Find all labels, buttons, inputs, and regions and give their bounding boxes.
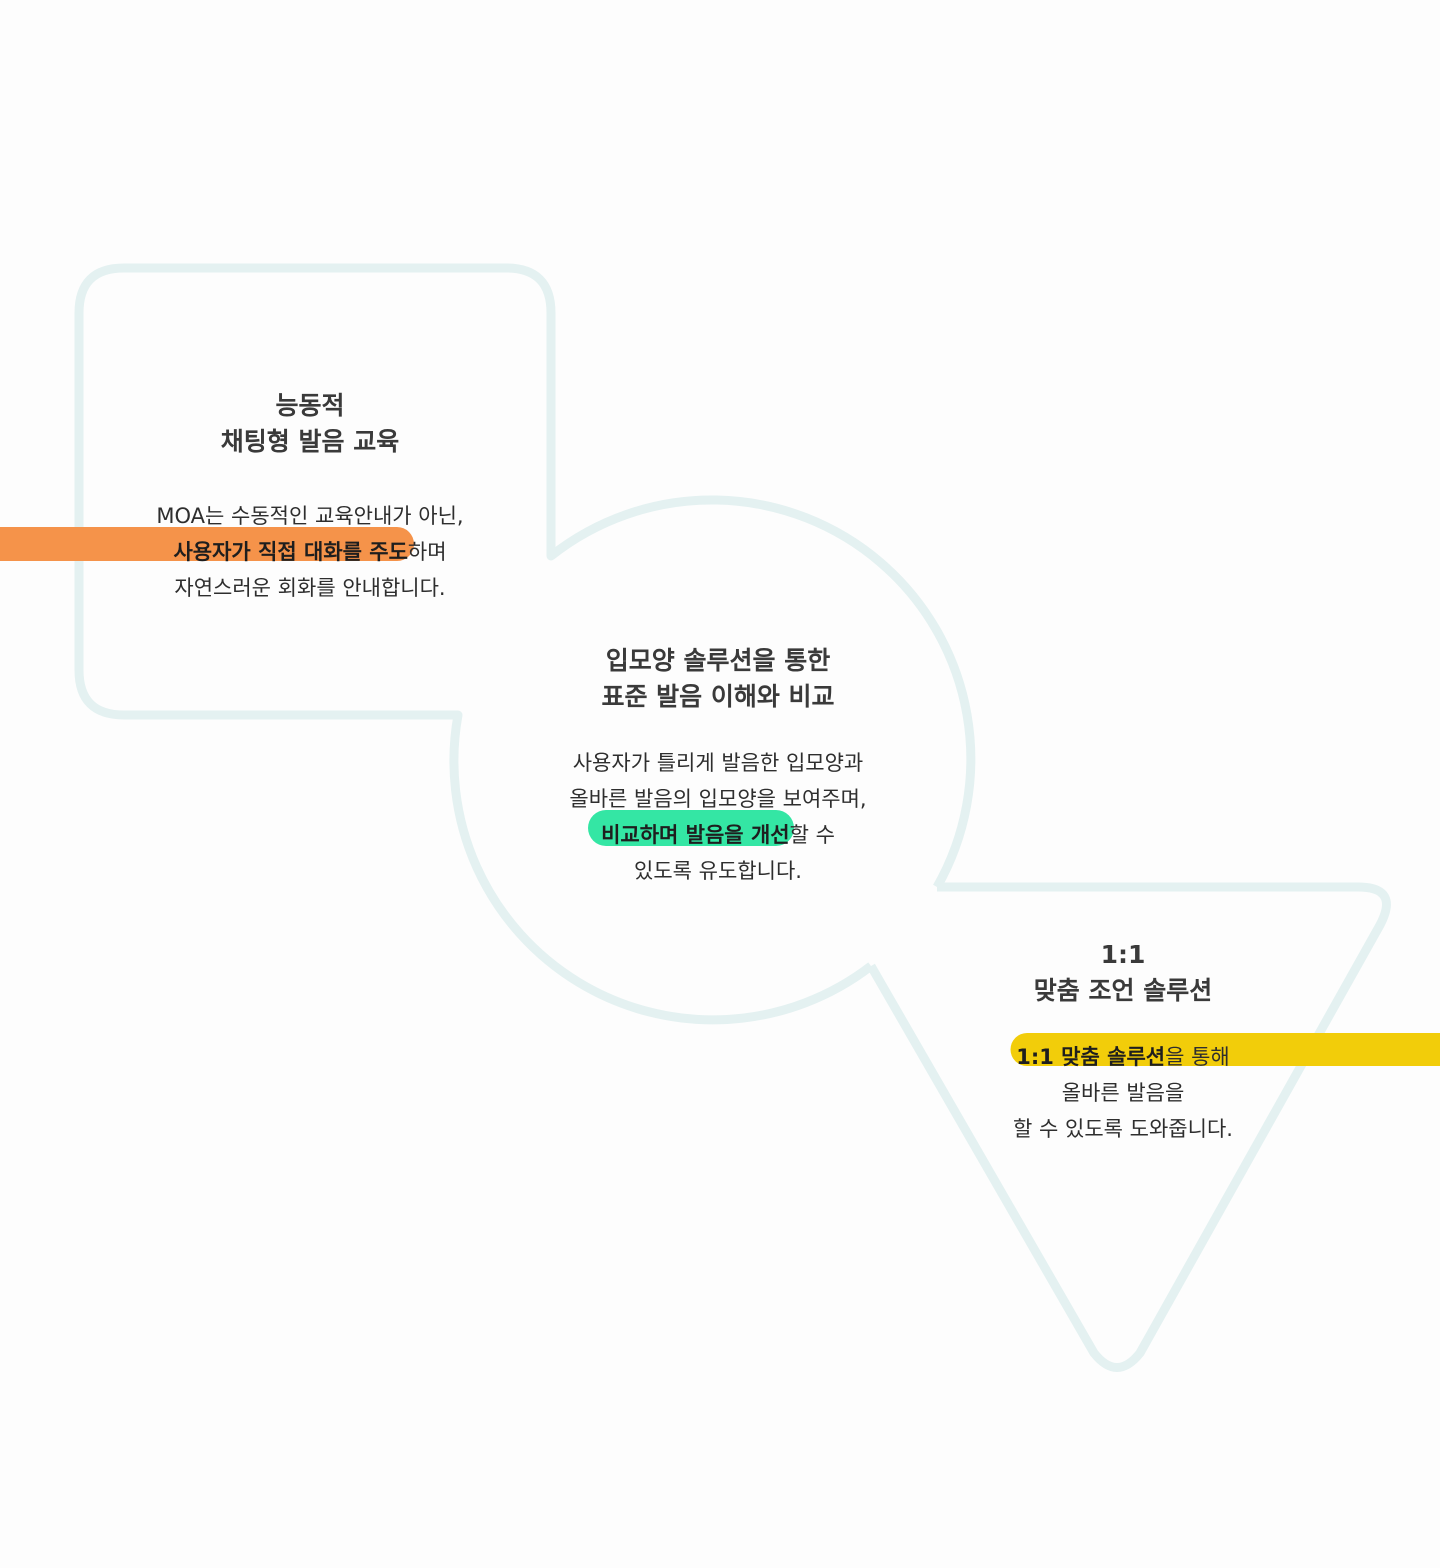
feature-mouth-shape-desc-line1: 사용자가 틀리게 발음한 입모양과	[572, 751, 864, 775]
feature-mouth-shape: 입모양 솔루션을 통한 표준 발음 이해와 비교 사용자가 틀리게 발음한 입모…	[518, 643, 918, 889]
feature-chatting-desc-line2-rest: 하며	[407, 540, 447, 564]
feature-mouth-shape-title: 입모양 솔루션을 통한 표준 발음 이해와 비교	[518, 643, 918, 715]
green-highlight-bar	[588, 810, 794, 846]
feature-chatting-desc-line3: 자연스러운 회화를 안내합니다.	[174, 576, 446, 600]
feature-mouth-shape-description: 사용자가 틀리게 발음한 입모양과 올바른 발음의 입모양을 보여주며, 비교하…	[518, 745, 918, 889]
rounded-square-outline	[74, 263, 556, 720]
feature-mouth-shape-desc-line3-rest: 할 수	[789, 823, 835, 847]
feature-chatting-title-line1: 능동적	[275, 391, 345, 420]
feature-chatting-desc-line1: MOA는 수동적인 교육안내가 아닌,	[156, 504, 464, 528]
feature-chatting-desc-line2: 사용자가 직접 대화를 주도하며	[110, 534, 510, 570]
feature-chatting-title-line2: 채팅형 발음 교육	[220, 427, 400, 456]
feature-chatting-title: 능동적 채팅형 발음 교육	[110, 388, 510, 460]
feature-mouth-shape-title-line2: 표준 발음 이해와 비교	[601, 682, 835, 711]
feature-custom-advice-desc-line1-rest: 을 통해	[1165, 1045, 1230, 1069]
feature-mouth-shape-title-line1: 입모양 솔루션을 통한	[605, 646, 831, 675]
feature-custom-advice-title-line2: 맞춤 조언 솔루션	[1033, 976, 1213, 1005]
feature-mouth-shape-desc-line3: 비교하며 발음을 개선할 수	[518, 817, 918, 853]
yellow-highlight-bar	[1010, 1033, 1440, 1066]
feature-chatting: 능동적 채팅형 발음 교육 MOA는 수동적인 교육안내가 아닌, 사용자가 직…	[110, 388, 510, 606]
feature-custom-advice-desc-line2: 올바른 발음을	[1061, 1081, 1185, 1105]
triangle-outline	[867, 882, 1391, 1372]
feature-custom-advice-title-line1: 1:1	[1100, 940, 1146, 969]
feature-mouth-shape-desc-line4: 있도록 유도합니다.	[634, 859, 802, 883]
feature-custom-advice-description: 1:1 맞춤 솔루션을 통해 올바른 발음을 할 수 있도록 도와줍니다.	[923, 1039, 1323, 1147]
feature-custom-advice-title: 1:1 맞춤 조언 솔루션	[923, 937, 1323, 1009]
feature-custom-advice-desc-line3: 할 수 있도록 도와줍니다.	[1013, 1117, 1233, 1141]
feature-custom-advice-desc-line1: 1:1 맞춤 솔루션을 통해	[923, 1039, 1323, 1075]
feature-mouth-shape-highlight-text: 비교하며 발음을 개선	[601, 823, 790, 847]
feature-chatting-description: MOA는 수동적인 교육안내가 아닌, 사용자가 직접 대화를 주도하며 자연스…	[110, 498, 510, 606]
feature-mouth-shape-desc-line2: 올바른 발음의 입모양을 보여주며,	[569, 787, 867, 811]
circle-outline	[449, 495, 976, 1025]
feature-custom-advice: 1:1 맞춤 조언 솔루션 1:1 맞춤 솔루션을 통해 올바른 발음을 할 수…	[923, 937, 1323, 1147]
feature-custom-advice-highlight-text: 1:1 맞춤 솔루션	[1016, 1045, 1166, 1069]
orange-highlight-bar	[0, 527, 414, 561]
feature-chatting-highlight-text: 사용자가 직접 대화를 주도	[173, 540, 408, 564]
